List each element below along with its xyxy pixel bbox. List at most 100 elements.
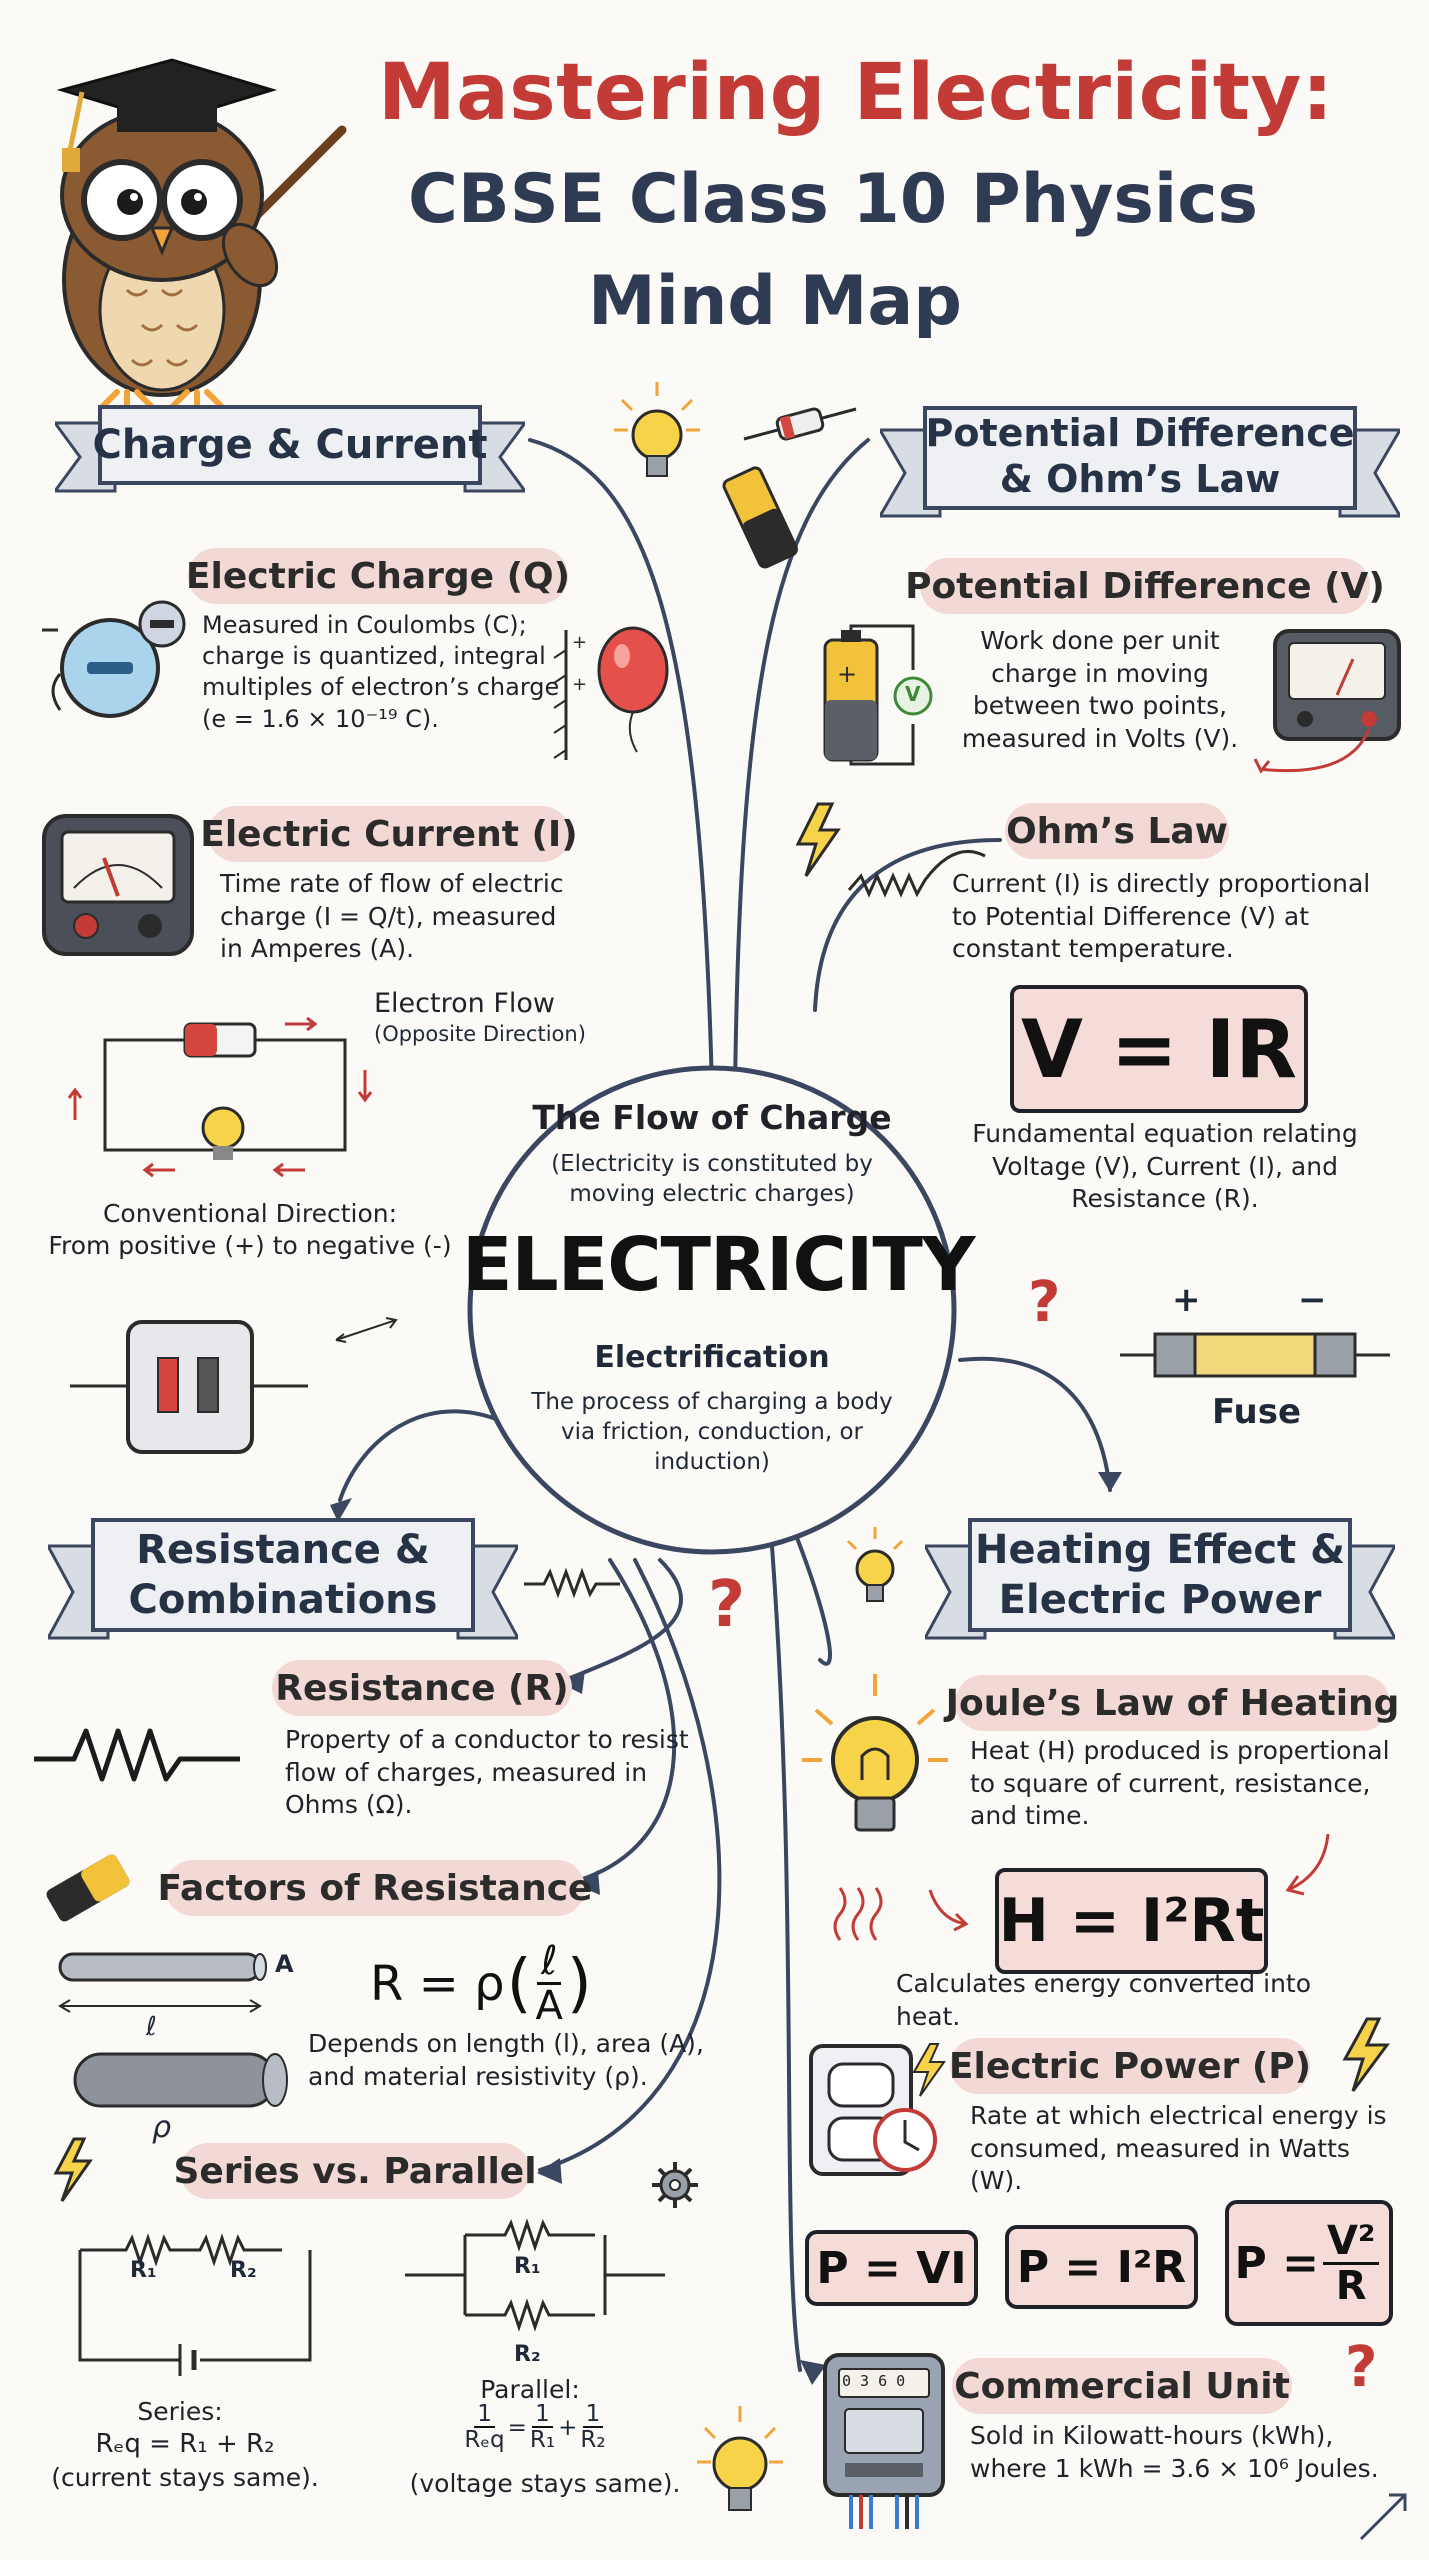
resistance-formula-num: ℓ <box>536 1940 562 1985</box>
banner-resistance-label-2: Combinations <box>128 1577 438 1623</box>
parallel-eq-r2: R₂ <box>580 2427 606 2454</box>
factors-resistance-title: Factors of Resistance <box>158 1860 592 1916</box>
electric-meter-icon <box>823 2353 945 2529</box>
glowing-bulb-icon <box>802 1674 948 1832</box>
title-line-2: CBSE Class 10 Physics <box>408 160 1258 239</box>
meter-digits: 0 3 6 0 <box>842 2372 906 2390</box>
series-equation: Rₑq = R₁ + R₂ <box>95 2429 275 2459</box>
center-circle <box>467 1065 957 1555</box>
parallel-eq-one-a: 1 <box>474 2402 495 2429</box>
conventional-direction-label: Conventional Direction: <box>102 1199 398 1228</box>
banner-resistance: Resistance & Combinations <box>48 1510 518 1650</box>
conventional-direction-text: From positive (+) to negative (-) <box>48 1231 452 1260</box>
electric-power-text: Rate at which electrical energy is consu… <box>970 2101 1387 2195</box>
electrification-title: Electrification <box>594 1340 830 1375</box>
circuit-board-icon <box>70 1320 308 1454</box>
lightning-power-icon <box>912 2043 946 2097</box>
circuit-direction-diagram <box>67 1016 373 1178</box>
resistance-formula: R = ρ ( ℓ A ) <box>370 1938 592 2029</box>
potential-difference-title: Potential Difference (V) <box>905 558 1385 614</box>
ohms-law-equation-box: V = IR <box>1010 985 1308 1113</box>
battery-icon <box>722 466 798 569</box>
wire-length-diagram <box>58 1952 288 2108</box>
question-mark-icon: ? <box>1028 1270 1061 1335</box>
parallel-r1-label: R₁ <box>514 2254 541 2279</box>
electron-charge-icon <box>42 600 186 718</box>
trend-arrow-icon <box>1359 2493 1407 2541</box>
banner-resistance-label-1: Resistance & <box>136 1527 430 1573</box>
electric-charge-title: Electric Charge (Q) <box>186 548 570 604</box>
electrification-text: The process of charging a body via frict… <box>531 1389 893 1475</box>
parallel-eq-r1: R₁ <box>529 2427 556 2454</box>
series-label: Series: <box>137 2397 223 2426</box>
electric-current-title: Electric Current (I) <box>200 806 578 862</box>
banner-potential-ohm-label-2: & Ohm’s Law <box>999 457 1281 502</box>
parallel-r2-label: R₂ <box>514 2342 541 2367</box>
lightning-icon <box>795 802 841 877</box>
banner-heating-label-2: Electric Power <box>998 1577 1322 1623</box>
joules-law-note: Calculates energy converted into heat. <box>896 1969 1312 2031</box>
heat-waves-icon <box>833 1887 969 1941</box>
joules-law-text: Heat (H) produced is propertional to squ… <box>970 1736 1390 1830</box>
ohms-law-text: Current (I) is directly proportional to … <box>952 869 1371 963</box>
resistance-formula-lhs: R = ρ <box>370 1955 505 2012</box>
series-circuit-diagram <box>78 2233 312 2376</box>
coil-icon <box>847 850 986 898</box>
banner-charge-current-label: Charge & Current <box>92 422 488 468</box>
electron-flow-note: (Opposite Direction) <box>374 1022 586 1046</box>
bottom-bulb-icon <box>697 2406 783 2511</box>
series-r2-label: R₂ <box>230 2258 257 2283</box>
power-eq-i2r: P = I²R <box>1016 2241 1187 2293</box>
center-main-label: ELECTRICITY <box>462 1222 975 1308</box>
joules-law-equation: H = I²Rt <box>998 1886 1265 1956</box>
battery-small-icon <box>46 1854 130 1922</box>
parallel-eq-one-c: 1 <box>582 2402 604 2429</box>
lightning-big-icon <box>1342 2017 1390 2092</box>
title-line-3: Mind Map <box>588 262 962 341</box>
electric-charge-text: Measured in Coulombs (C); charge is quan… <box>202 611 560 733</box>
fuse-plus-sign: + <box>1172 1280 1201 1320</box>
small-resistor-icon <box>524 1567 620 1599</box>
series-r1-label: R₁ <box>130 2258 157 2283</box>
battery-voltmeter-icon: + <box>823 624 933 766</box>
joules-law-equation-box: H = I²Rt <box>995 1868 1268 1974</box>
wire-area-label: A <box>275 1950 294 1978</box>
power-eq-v2r-box: P = V² R <box>1225 2200 1393 2326</box>
fuse-label: Fuse <box>1212 1392 1302 1432</box>
banner-charge-current: Charge & Current <box>55 395 525 505</box>
resistance-question-icon: ? <box>708 1568 746 1642</box>
lightning-small-icon <box>53 2137 93 2202</box>
power-eq-vi-box: P = VI <box>805 2230 978 2306</box>
fuse-minus-sign: − <box>1298 1280 1327 1320</box>
factors-resistance-text: Depends on length (l), area (A), and mat… <box>308 2029 704 2091</box>
potential-difference-text: Work done per unit charge in moving betw… <box>961 626 1239 753</box>
lightbulb-icon <box>614 382 700 477</box>
resistance-formula-den: A <box>535 1983 563 2029</box>
svg-text:+: + <box>572 632 587 653</box>
power-eq-v2r-num: V² <box>1322 2220 1380 2265</box>
wire-length-label: ℓ <box>146 2012 157 2042</box>
svg-text:+: + <box>837 660 857 688</box>
commercial-unit-text: Sold in Kilowatt-hours (kWh), where 1 kW… <box>970 2421 1379 2483</box>
ohms-law-equation-note: Fundamental equation relating Voltage (V… <box>972 1119 1358 1213</box>
series-parallel-title: Series vs. Parallel <box>173 2143 537 2199</box>
parallel-note: (voltage stays same). <box>409 2469 681 2498</box>
fuse-icon <box>1120 1332 1390 1378</box>
power-eq-i2r-box: P = I²R <box>1005 2225 1198 2309</box>
commercial-question-icon: ? <box>1345 2335 1378 2400</box>
parallel-eq-req: Rₑq <box>464 2427 505 2454</box>
ammeter-icon <box>42 814 194 956</box>
electric-current-text: Time rate of flow of electric charge (I … <box>220 869 564 963</box>
owl-teacher-icon <box>56 58 347 413</box>
small-bulb-icon <box>846 1527 904 1602</box>
resistance-text: Property of a conductor to resist flow o… <box>285 1725 689 1819</box>
resistance-title: Resistance (R) <box>272 1660 572 1716</box>
banner-heating: Heating Effect & Electric Power <box>925 1510 1395 1650</box>
banner-potential-ohm: Potential Difference & Ohm’s Law <box>880 398 1400 528</box>
commercial-unit-title: Commercial Unit <box>952 2358 1292 2414</box>
center-subheading: (Electricity is constituted by moving el… <box>551 1151 873 1207</box>
ohms-law-title: Ohm’s Law <box>1005 803 1229 859</box>
resistor-icon <box>743 407 857 441</box>
